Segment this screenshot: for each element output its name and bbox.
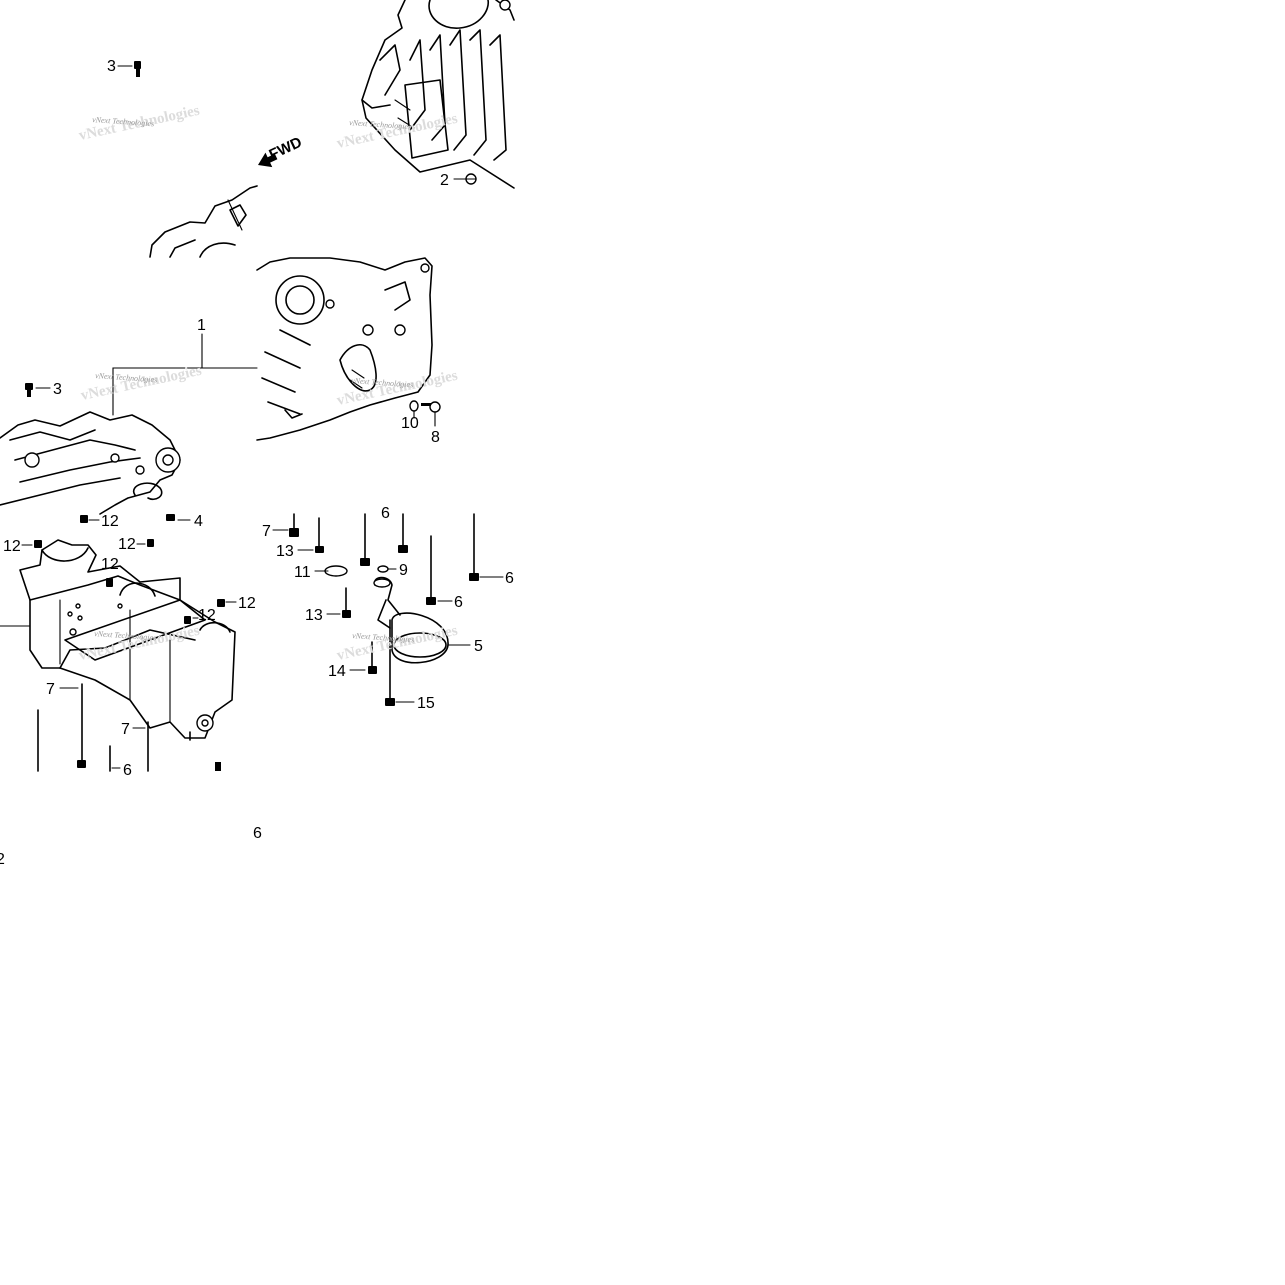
watermark: vNext Technologies <box>352 631 415 644</box>
crankcase-side-view <box>256 257 441 441</box>
callout-6: 6 <box>505 570 514 587</box>
callout-9: 9 <box>399 562 408 579</box>
fwd-direction-label: FWD <box>267 134 305 164</box>
callout-4: 4 <box>194 513 203 530</box>
watermark: vNext Technologies <box>351 376 414 389</box>
callout-6: 6 <box>381 505 390 522</box>
callout-12: 12 <box>118 536 136 553</box>
callout-numbers: 3 2 1 3 10 8 4 12 12 12 12 12 12 7 7 7 6… <box>0 58 514 868</box>
callout-3: 3 <box>107 58 116 75</box>
callout-3: 3 <box>53 381 62 398</box>
callout-5: 5 <box>474 638 483 655</box>
watermark: vNext Technologies <box>92 115 155 128</box>
callout-7: 7 <box>46 681 55 698</box>
watermark: vNext Technologies <box>349 118 412 131</box>
callout-12: 12 <box>3 538 21 555</box>
callout-15: 15 <box>417 695 435 712</box>
callout-6: 6 <box>123 762 132 779</box>
callout-12: 12 <box>101 556 119 573</box>
middle-left-tile <box>0 333 258 521</box>
lower-crankcase <box>0 515 237 772</box>
callout-13: 13 <box>276 543 294 560</box>
watermark-ghost: vNext Technologies <box>336 111 460 152</box>
callout-2: 2 <box>0 851 5 868</box>
oil-strainer-group <box>272 513 504 706</box>
watermark: vNext Technologies <box>95 371 158 384</box>
callout-13: 13 <box>305 607 323 624</box>
callout-14: 14 <box>328 663 346 680</box>
callout-8: 8 <box>431 429 440 446</box>
callout-6: 6 <box>253 825 262 842</box>
watermark: vNext Technologies <box>94 629 157 642</box>
callout-12: 12 <box>238 595 256 612</box>
callout-7: 7 <box>121 721 130 738</box>
upper-crankcase-top-view <box>361 0 515 189</box>
callout-2: 2 <box>440 172 449 189</box>
callout-7: 7 <box>262 523 271 540</box>
callout-12: 12 <box>101 513 119 530</box>
watermark-ghost: vNext Technologies <box>336 368 460 409</box>
watermarks: vNext Technologies vNext Technologies vN… <box>78 103 460 664</box>
callout-10: 10 <box>401 415 419 432</box>
callout-6: 6 <box>454 594 463 611</box>
top-left-tile <box>117 61 278 258</box>
watermark-ghost: vNext Technologies <box>80 363 204 404</box>
callout-11: 11 <box>294 564 311 581</box>
callout-12: 12 <box>198 607 216 624</box>
callout-1: 1 <box>197 317 206 334</box>
